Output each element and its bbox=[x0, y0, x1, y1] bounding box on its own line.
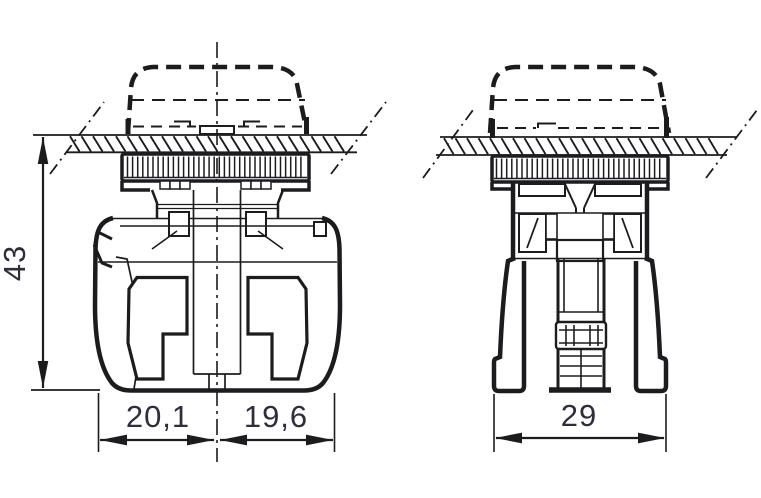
contact-chamber-left bbox=[126, 275, 189, 381]
dim-label-43: 43 bbox=[0, 245, 32, 281]
button-cap-dashed-side bbox=[487, 64, 672, 138]
arrow-down bbox=[37, 361, 49, 388]
dimensions: 43 20,1 19,6 29 bbox=[0, 137, 667, 452]
panel-break-line-right-side bbox=[705, 109, 758, 179]
dim-label-19-6: 19,6 bbox=[244, 399, 308, 434]
arrow-right bbox=[638, 432, 665, 444]
panel-break-line-left-side bbox=[422, 109, 474, 179]
arrow-left bbox=[220, 434, 247, 446]
dimension-height-43: 43 bbox=[0, 137, 100, 391]
terminal-column-side bbox=[549, 258, 611, 393]
contact-chamber-right bbox=[246, 275, 309, 381]
dimension-width-29: 29 bbox=[493, 394, 667, 452]
panel-hatch-lines-front bbox=[69, 135, 345, 153]
panel-break-line-left-front bbox=[49, 101, 105, 175]
release-latch-front bbox=[92, 229, 113, 269]
front-view bbox=[33, 42, 387, 462]
side-view bbox=[422, 64, 758, 394]
arrow-up bbox=[37, 137, 49, 164]
mounting-ring-side bbox=[490, 154, 670, 191]
mid-housing-side bbox=[510, 182, 650, 263]
panel-break-line-right-front bbox=[330, 101, 387, 175]
arrow-right bbox=[187, 434, 214, 446]
dim-label-29: 29 bbox=[561, 398, 597, 433]
arrow-left bbox=[100, 434, 127, 446]
panel-hatch-lines-side bbox=[443, 137, 719, 155]
arrow-left bbox=[495, 432, 522, 444]
mounting-ring-front bbox=[120, 152, 311, 192]
leg-left bbox=[491, 255, 527, 394]
knurl-lines-side bbox=[495, 158, 661, 178]
dimension-bottom-widths: 20,1 19,6 bbox=[97, 393, 336, 452]
ring-teeth-front bbox=[159, 180, 272, 190]
mounting-panel-side bbox=[422, 109, 758, 179]
dim-label-20-1: 20,1 bbox=[126, 399, 190, 434]
knurl-lines-front bbox=[126, 156, 302, 177]
arrow-right bbox=[306, 434, 333, 446]
neck-front bbox=[113, 189, 322, 237]
leg-right bbox=[633, 255, 669, 394]
mounting-panel-front bbox=[33, 101, 387, 175]
legs-side bbox=[491, 255, 669, 394]
